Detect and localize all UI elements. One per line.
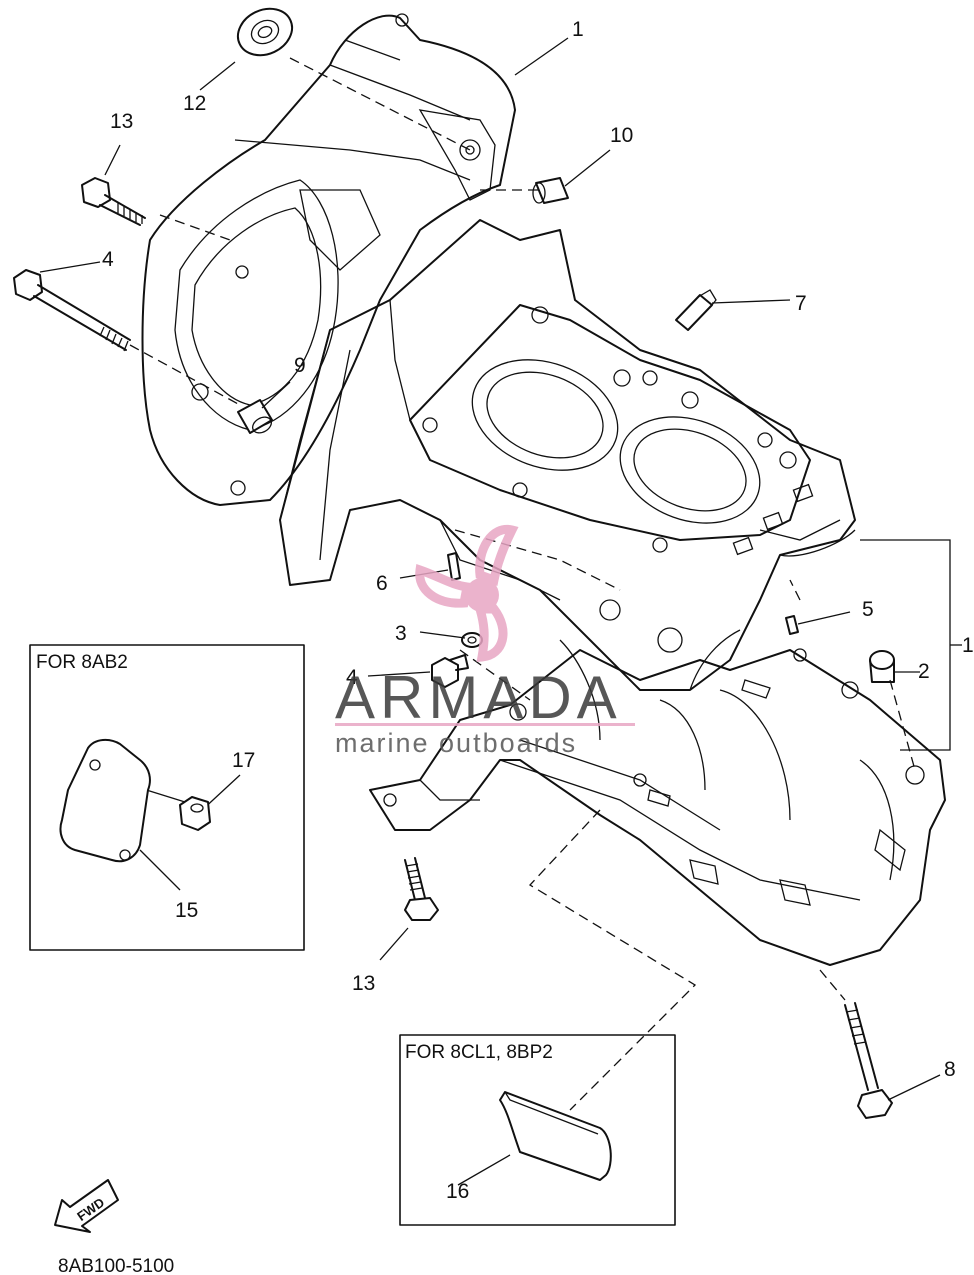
dowel-part-10 <box>532 177 569 204</box>
crankcase-lower-drawing <box>369 639 946 966</box>
cover-plate-part-15 <box>59 738 151 863</box>
plug-part-7 <box>675 289 717 331</box>
pin-part-5 <box>785 615 799 635</box>
callout-8: 8 <box>944 1058 956 1081</box>
callout-7: 7 <box>795 292 807 315</box>
callout-17: 17 <box>232 749 255 772</box>
cap-part-2 <box>869 650 895 683</box>
plate-part-16 <box>499 1091 612 1181</box>
inset-box-8cl1-title: FOR 8CL1, 8BP2 <box>405 1042 553 1063</box>
callout-labels: 1 12 13 10 4 7 9 6 5 3 1 2 4 17 15 13 8 … <box>102 18 974 1203</box>
callout-15: 15 <box>175 899 198 922</box>
watermark-brand: ARMADA <box>335 664 622 731</box>
watermark-tagline: marine outboards <box>335 728 577 758</box>
callout-4-upper: 4 <box>102 248 114 271</box>
crankcase-cover-drawing <box>141 13 516 506</box>
propeller-logo-icon <box>415 524 519 663</box>
inset-box-8cl1-8bp2: FOR 8CL1, 8BP2 <box>399 1034 676 1226</box>
armada-watermark: ARMADA marine outboards <box>335 524 635 758</box>
dowel-part-9 <box>237 399 273 434</box>
watermark-underline <box>335 723 635 726</box>
bolt-part-8 <box>844 1002 893 1119</box>
callout-4-lower: 4 <box>346 666 358 689</box>
washer-part-3 <box>461 632 483 648</box>
callout-1: 1 <box>572 18 584 41</box>
pin-part-6 <box>447 552 461 581</box>
callout-6: 6 <box>376 572 388 595</box>
callout-3: 3 <box>395 622 407 645</box>
callout-2: 2 <box>918 660 930 683</box>
bolt-part-4-short <box>431 654 469 688</box>
bolt-part-4-long <box>13 269 131 352</box>
callout-1-right: 1 <box>962 634 974 657</box>
callout-13-upper: 13 <box>110 110 133 133</box>
inset-box-8ab2-title: FOR 8AB2 <box>36 652 128 673</box>
callout-9: 9 <box>294 354 306 377</box>
crankcase-upper-drawing <box>279 219 856 691</box>
bolt-part-13-upper <box>81 177 146 226</box>
callout-16: 16 <box>446 1180 469 1203</box>
diagram-code: 8AB100-5100 <box>58 1256 174 1275</box>
bearing-part-12 <box>236 7 294 57</box>
callout-10: 10 <box>610 124 633 147</box>
inset-box-8ab2: FOR 8AB2 <box>29 644 305 951</box>
callout-12: 12 <box>183 92 206 115</box>
bolt-part-13-lower <box>404 857 439 921</box>
callout-13-lower: 13 <box>352 972 375 995</box>
fwd-arrow-icon: FWD <box>54 1179 119 1233</box>
nut-part-17 <box>179 796 211 831</box>
callout-5: 5 <box>862 598 874 621</box>
